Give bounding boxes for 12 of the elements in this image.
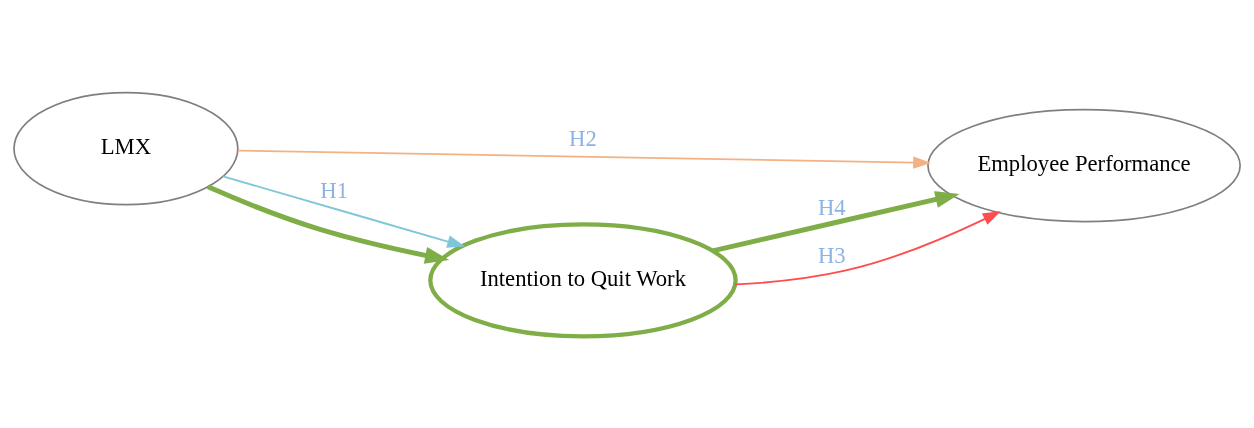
arrow <box>734 210 1001 285</box>
edge-label: H3 <box>817 242 846 268</box>
node-ellipse: Employee Performance <box>927 108 1241 222</box>
edge-label: H1 <box>320 177 349 203</box>
arrow <box>236 149 932 169</box>
arrow <box>222 175 466 248</box>
node-ellipse: LMX <box>13 91 239 205</box>
edge-label: H2 <box>569 125 597 151</box>
edge-label: H4 <box>817 194 846 220</box>
arrow <box>207 184 450 264</box>
arrow <box>712 190 960 253</box>
node-ellipse: Intention to Quit Work <box>428 221 738 338</box>
